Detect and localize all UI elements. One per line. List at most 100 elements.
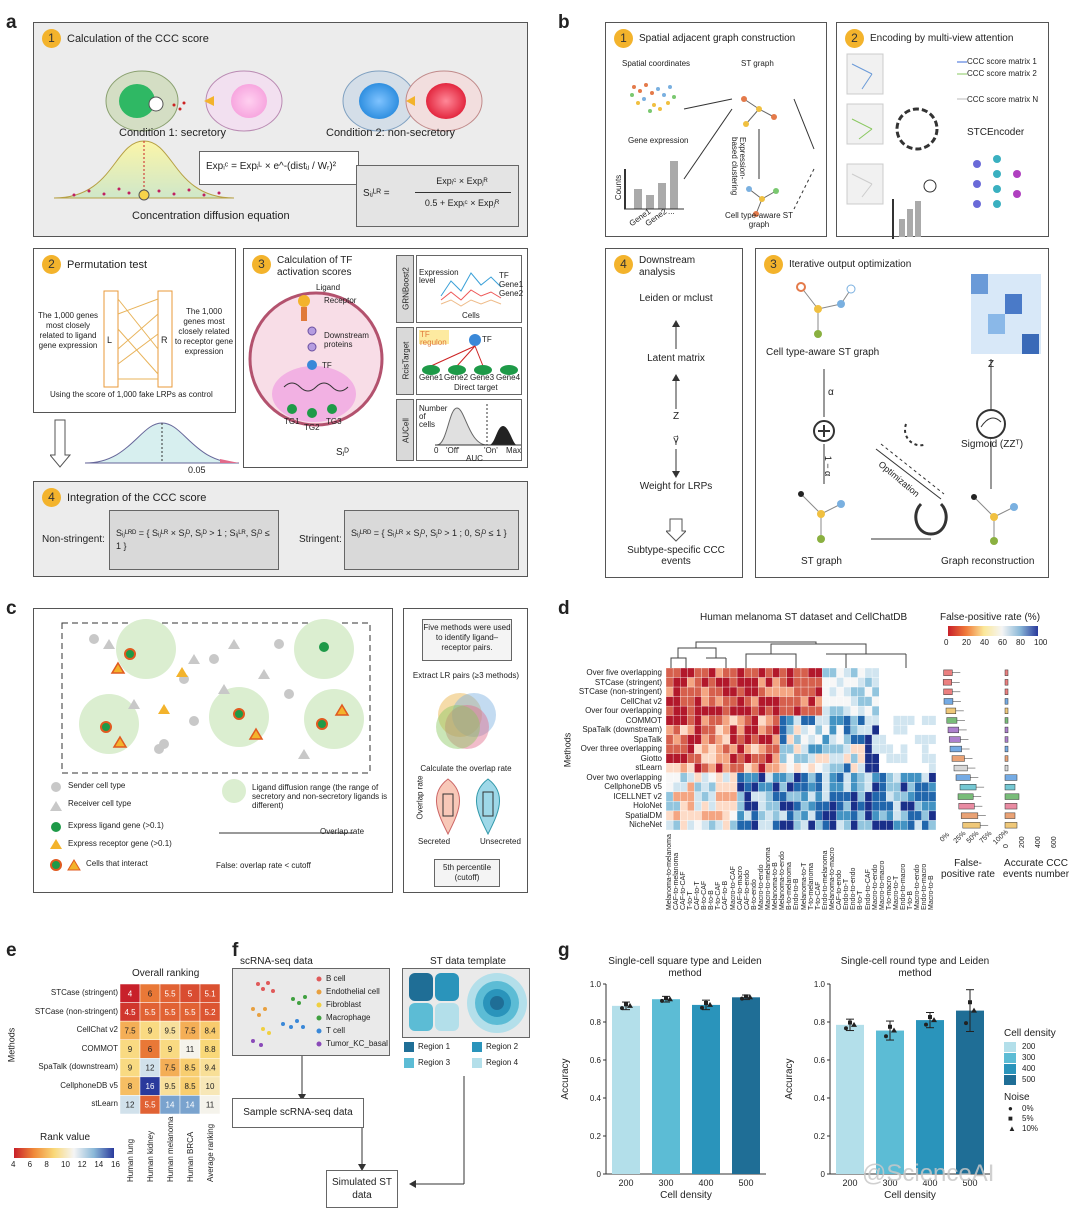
ranking-row-label: stLearn [91, 1099, 118, 1109]
ranking-row-label: CellChat v2 [76, 1025, 118, 1035]
heatmap-cell [886, 753, 894, 764]
expr-level-label: Expression level [419, 268, 459, 285]
heatmap-row-label: Over four overlapping [585, 706, 662, 716]
celltype-graph-label: Cell type-aware ST graph [766, 347, 880, 358]
heatmap-cell [886, 772, 894, 783]
count-box [1004, 698, 1009, 705]
heatmap-cell [680, 753, 688, 764]
heatmap-cell [672, 810, 681, 821]
heatmap-cell [800, 686, 809, 697]
heatmap-cell [758, 686, 766, 697]
count-box-tick: 600 [1051, 836, 1058, 848]
y-tick-label: 0.2 [814, 1132, 826, 1141]
ranking-cell-value: 9.4 [204, 1064, 216, 1073]
heatmap-row-label: NicheNet [629, 820, 662, 830]
heatmap-cell [928, 791, 936, 802]
heatmap-cell [722, 677, 731, 688]
heatmap-cell [836, 744, 844, 754]
heatmap-cell [779, 763, 787, 773]
heatmap-cell [815, 791, 823, 802]
heatmap-cell [850, 744, 858, 754]
heatmap-cell [666, 725, 674, 735]
heatmap-cell [907, 791, 915, 802]
heatmap-cell [666, 782, 674, 793]
heatmap-cell [744, 820, 752, 830]
fpr-box [953, 764, 968, 772]
auc-tick-max: Max [506, 446, 522, 455]
heatmap-cell [694, 677, 702, 688]
heatmap-cell [800, 696, 809, 707]
heatmap-cell [843, 820, 851, 830]
heatmap-cell [807, 715, 816, 726]
heatmap-cell [921, 686, 930, 697]
heatmap-col-label: Macro-to-melanoma [765, 847, 773, 910]
ranking-cell-value: 5.5 [144, 1101, 156, 1110]
heatmap-cell [694, 715, 702, 726]
heatmap-cell [850, 668, 858, 678]
heatmap-cell [822, 725, 830, 735]
z-matrix-label: Z [988, 359, 995, 370]
heatmap-cell [864, 820, 873, 830]
y-tick-label: 1.0 [590, 980, 602, 989]
heatmap-cell [807, 677, 816, 688]
heatmap-cell [928, 763, 936, 773]
heatmap-cell [914, 791, 922, 802]
celltype-b: B cell [326, 974, 346, 983]
panel-c-main: Sender cell type Receiver cell type Expr… [33, 608, 393, 893]
ranking-cell-value: 12 [146, 1064, 155, 1073]
heatmap-cell [680, 696, 688, 707]
heatmap-cell [879, 686, 887, 697]
rank-tick: 4 [11, 1160, 16, 1169]
heatmap-cell [715, 668, 723, 678]
aucell-chart [416, 399, 522, 461]
fpr-box [949, 745, 962, 753]
heatmap-cell [829, 715, 837, 726]
heatmap-cell [715, 763, 723, 773]
heatmap-row-label: Over three overlapping [580, 744, 662, 754]
heatmap-col-label: Macro-to-macro [878, 860, 886, 910]
tf-regulon-label: TF regulon [420, 330, 447, 347]
heatmap-cell [914, 772, 922, 783]
heatmap-cell [879, 715, 887, 726]
count-box-tick: 0 [1003, 844, 1010, 848]
st-graph-bottom-label: ST graph [801, 556, 842, 567]
heatmap-cell [715, 801, 723, 812]
noise-point [740, 996, 744, 1001]
heatmap-cell [672, 696, 681, 707]
heatmap-cell [680, 820, 688, 830]
heatmap-cell [857, 791, 866, 802]
heatmap-cell [758, 820, 766, 830]
heatmap-cell [680, 791, 688, 802]
heatmap-cell [708, 696, 716, 707]
heatmap-cell [729, 753, 738, 764]
heatmap-cell [822, 677, 830, 688]
legend-receiver: Receiver cell type [68, 799, 132, 808]
st-graph-label: ST graph [741, 59, 774, 68]
heatmap-row-label: ICELLNET v2 [613, 791, 662, 801]
heatmap-cell [900, 725, 908, 735]
heatmap-cell [800, 782, 809, 793]
heatmap-cell [886, 715, 894, 726]
heatmap-cell [914, 782, 922, 793]
five-methods-box: Five methods were used to identify ligan… [422, 619, 512, 661]
heatmap-cell [900, 668, 908, 678]
noise-legend-title: Noise [1004, 1092, 1030, 1103]
heatmap-cell [843, 686, 851, 697]
overlap-axis-label: Overlap rate [415, 775, 425, 820]
heatmap-cell [751, 782, 759, 793]
heatmap-cell [729, 801, 738, 812]
heatmap-col-label: Macro-to-CAF [729, 866, 737, 910]
auc-tab: AUCell [396, 399, 414, 461]
heatmap-cell [829, 744, 837, 754]
heatmap-cell [680, 772, 688, 783]
heatmap-cell [687, 791, 695, 802]
heatmap-cell [921, 696, 930, 707]
heatmap-cell [786, 668, 795, 678]
panel-letter-e: e [6, 940, 17, 961]
step-badge: 4 [614, 255, 633, 274]
heatmap-cell [751, 753, 759, 764]
fpr-box-ticks: 0%25%50%75%100% [939, 829, 1010, 848]
heatmap-cell [708, 705, 716, 716]
heatmap-cell [758, 705, 766, 716]
